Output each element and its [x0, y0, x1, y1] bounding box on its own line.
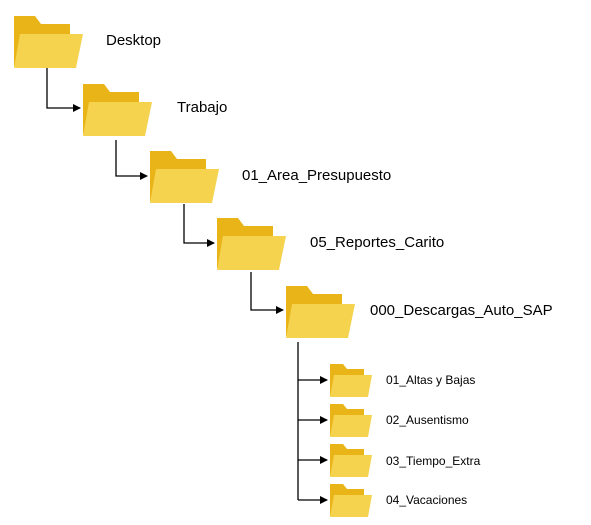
folder-icon — [330, 364, 372, 397]
subfolder-label: 02_Ausentismo — [386, 413, 469, 427]
subfolder-node-vacaciones[interactable]: 04_Vacaciones — [330, 484, 467, 517]
connector-reportes-descargas — [250, 272, 284, 314]
folder-node-trabajo[interactable]: Trabajo — [83, 84, 227, 136]
folder-icon — [14, 16, 83, 68]
folder-icon — [150, 151, 219, 203]
folder-node-descargas-auto-sap[interactable]: 000_Descargas_Auto_SAP — [286, 286, 553, 338]
connector-desktop-trabajo — [46, 67, 81, 112]
folder-icon — [330, 404, 372, 437]
folder-label: 000_Descargas_Auto_SAP — [370, 302, 553, 319]
folder-icon — [330, 444, 372, 477]
connector-area-reportes — [183, 204, 215, 247]
folder-node-area-presupuesto[interactable]: 01_Area_Presupuesto — [150, 151, 391, 203]
subfolder-node-altas-bajas[interactable]: 01_Altas y Bajas — [330, 364, 475, 397]
connector-trabajo-area — [115, 140, 148, 180]
folder-node-reportes-carito[interactable]: 05_Reportes_Carito — [217, 218, 444, 270]
folder-icon — [217, 218, 286, 270]
folder-label: 01_Area_Presupuesto — [242, 167, 391, 184]
folder-icon — [83, 84, 152, 136]
folder-label: Trabajo — [177, 99, 227, 116]
folder-label: 05_Reportes_Carito — [310, 234, 444, 251]
subfolder-label: 04_Vacaciones — [386, 493, 467, 507]
subfolder-label: 03_Tiempo_Extra — [386, 454, 481, 468]
subfolder-label: 01_Altas y Bajas — [386, 373, 475, 387]
folder-node-desktop[interactable]: Desktop — [14, 16, 161, 68]
folder-icon — [286, 286, 355, 338]
folder-label: Desktop — [106, 32, 161, 49]
subfolder-node-ausentismo[interactable]: 02_Ausentismo — [330, 404, 469, 437]
folder-icon — [330, 484, 372, 517]
subfolder-node-tiempo-extra[interactable]: 03_Tiempo_Extra — [330, 444, 481, 477]
